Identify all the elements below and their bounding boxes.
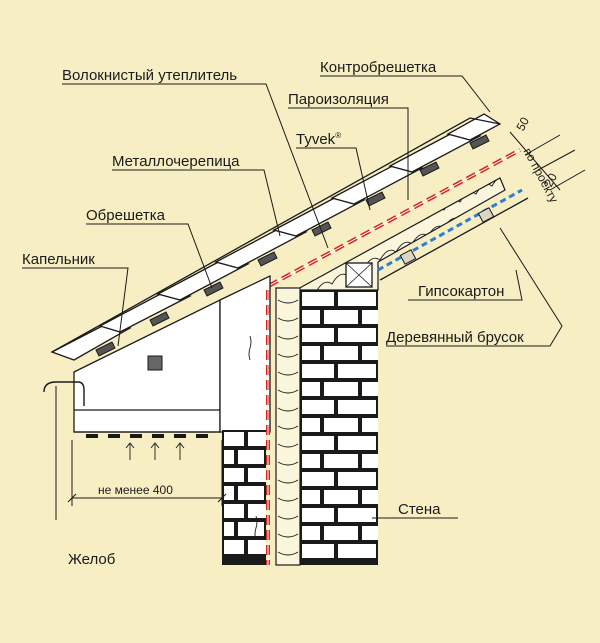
outer-brick-column [222,430,266,565]
label-min-overhang: не менее 400 [98,483,173,497]
label-tyvek: Tyvek® [296,131,342,148]
airflow-arrows [125,335,258,541]
label-vapor-barrier: Пароизоляция [288,91,389,108]
vent-block [147,355,163,371]
fiber-insulation [295,177,506,291]
label-lathing: Обрешетка [86,207,165,224]
label-fiber-insulation: Волокнистый утеплитель [62,67,238,84]
brick-wall [300,290,378,565]
wall-insulation [275,287,301,566]
label-metal-tile: Металлочерепица [112,153,240,170]
label-drywall: Гипсокартон [418,283,505,300]
label-wooden-bar: Деревянный брусок [386,329,524,346]
lathing-blocks [95,134,490,357]
soffit-vents [86,434,208,438]
metal-tile-roof [50,113,502,361]
eave-soffit [73,274,271,433]
tyvek-text: Tyvek [296,131,336,148]
leader-lines [22,75,563,520]
gutter [43,381,85,406]
drywall-line [379,197,529,281]
dimension-lines [67,131,586,506]
label-wall: Стена [398,501,441,518]
label-gutter: Желоб [68,551,116,568]
wooden-bars [399,207,495,265]
vapor-barrier [377,188,523,272]
label-counter-batten: Контробрешетка [320,59,437,76]
label-drip-edge: Капельник [22,251,95,268]
tyvek-mark: ® [335,131,342,140]
